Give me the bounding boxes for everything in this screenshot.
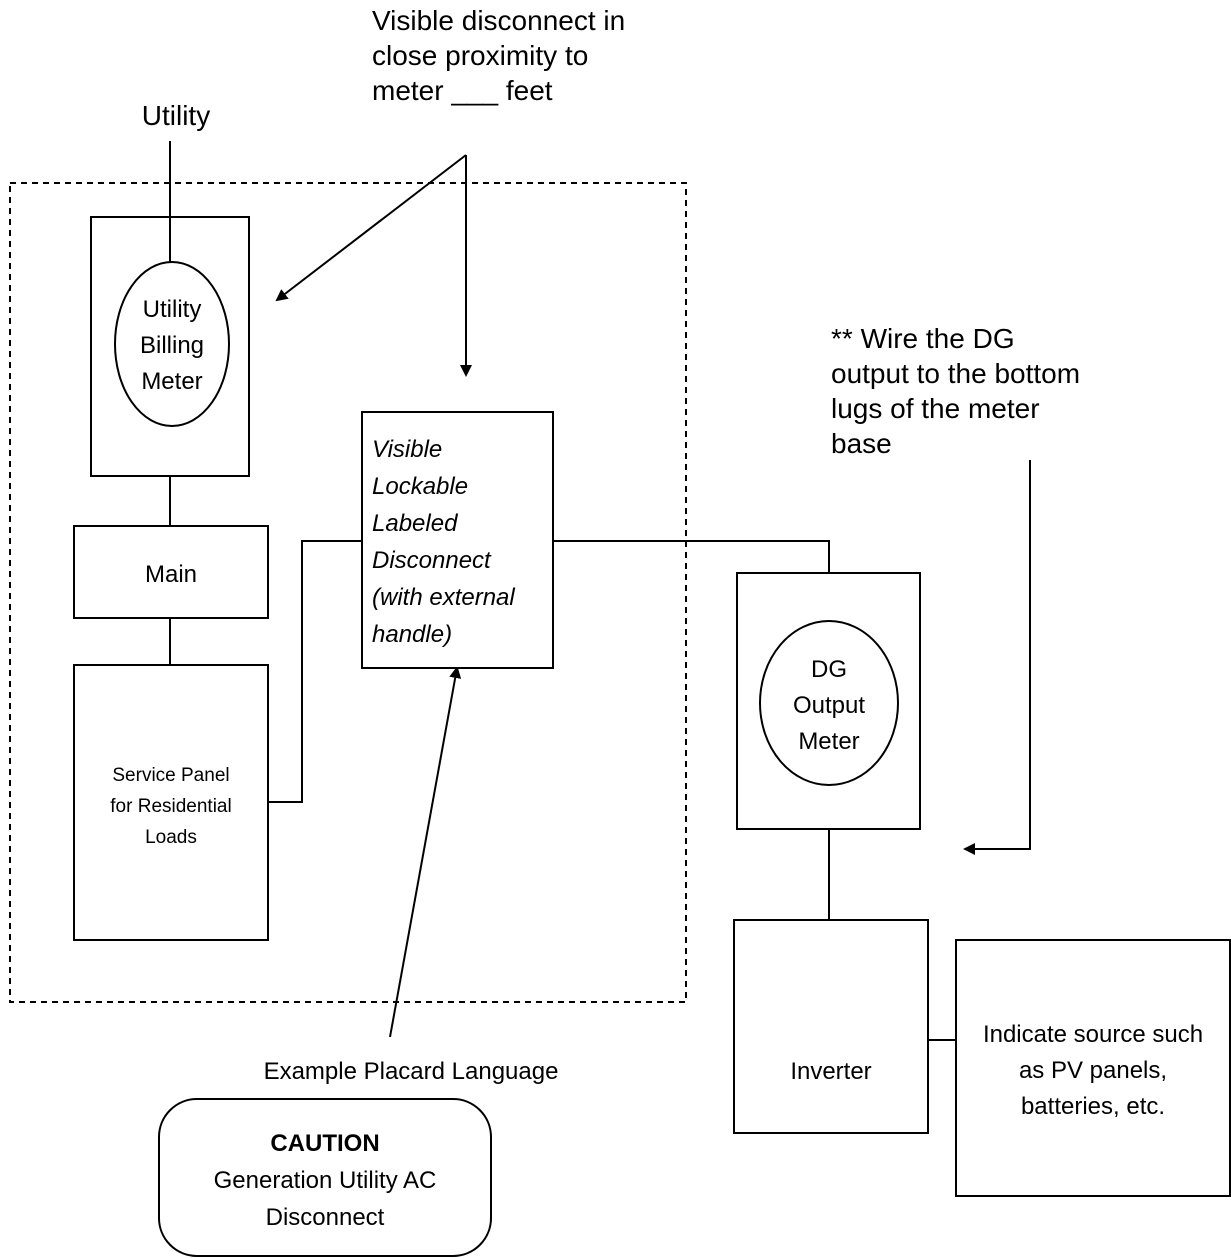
visible-disconnect-label: Visible Lockable Labeled Disconnect (wit…	[372, 436, 515, 648]
svg-text:Output: Output	[793, 692, 865, 719]
svg-text:for Residential: for Residential	[110, 796, 231, 817]
dg-output-meter-label: DG Output Meter	[793, 656, 865, 755]
main-breaker-box	[73, 525, 269, 619]
dg-note-arrow	[963, 460, 1031, 855]
svg-text:** Wire the DG: ** Wire the DG	[831, 323, 1015, 354]
dg-wiring-note: ** Wire the DG output to the bottom lugs…	[831, 323, 1080, 459]
service-panel-box	[73, 664, 269, 941]
placard-caution: CAUTION	[270, 1130, 379, 1157]
placard-caption: Example Placard Language	[264, 1058, 559, 1085]
source-box	[955, 939, 1231, 1197]
svg-text:lugs of the meter: lugs of the meter	[831, 393, 1040, 424]
svg-text:Service Panel: Service Panel	[112, 765, 229, 786]
svg-text:Labeled: Labeled	[372, 510, 458, 537]
svg-text:DG: DG	[811, 656, 847, 683]
svg-text:Disconnect: Disconnect	[266, 1204, 385, 1231]
service-panel-label: Service Panel for Residential Loads	[110, 765, 231, 848]
placard-box	[158, 1098, 492, 1257]
main-label: Main	[145, 561, 197, 588]
svg-text:output to the bottom: output to the bottom	[831, 358, 1080, 389]
source-label: Indicate source such as PV panels, batte…	[983, 1021, 1203, 1120]
disconnect-note: Visible disconnect in close proximity to…	[372, 5, 625, 106]
utility-billing-meter-label: Utility Billing Meter	[140, 296, 204, 395]
svg-text:meter ___ feet: meter ___ feet	[372, 75, 553, 106]
disconnect-note-arrow-left	[275, 154, 467, 302]
svg-text:as PV panels,: as PV panels,	[1019, 1057, 1167, 1084]
svg-text:close proximity to: close proximity to	[372, 40, 588, 71]
svg-text:Indicate source such: Indicate source such	[983, 1021, 1203, 1048]
disconnect-dg-meter-wire	[553, 540, 830, 573]
inverter-label: Inverter	[790, 1058, 871, 1085]
inverter-box	[733, 919, 929, 1134]
utility-label: Utility	[142, 100, 210, 131]
svg-text:handle): handle)	[372, 621, 452, 648]
svg-text:Lockable: Lockable	[372, 473, 468, 500]
svg-text:Generation Utility AC: Generation Utility AC	[214, 1167, 437, 1194]
svg-text:Loads: Loads	[145, 827, 197, 848]
svg-text:batteries, etc.: batteries, etc.	[1021, 1093, 1165, 1120]
panel-disconnect-wire	[268, 540, 362, 803]
svg-text:Visible disconnect in: Visible disconnect in	[372, 5, 625, 36]
svg-text:Meter: Meter	[141, 368, 202, 395]
svg-text:base: base	[831, 428, 892, 459]
svg-text:Meter: Meter	[798, 728, 859, 755]
dg-output-meter	[759, 620, 899, 786]
svg-text:Utility: Utility	[143, 296, 202, 323]
svg-text:(with external: (with external	[372, 584, 515, 611]
placard-text: CAUTION Generation Utility AC Disconnect	[214, 1130, 437, 1231]
utility-billing-meter	[114, 261, 230, 427]
svg-text:Disconnect: Disconnect	[372, 547, 492, 574]
placard-arrow	[389, 666, 462, 1038]
svg-text:Billing: Billing	[140, 332, 204, 359]
visible-disconnect-box	[361, 411, 554, 669]
svg-text:Visible: Visible	[372, 436, 442, 463]
